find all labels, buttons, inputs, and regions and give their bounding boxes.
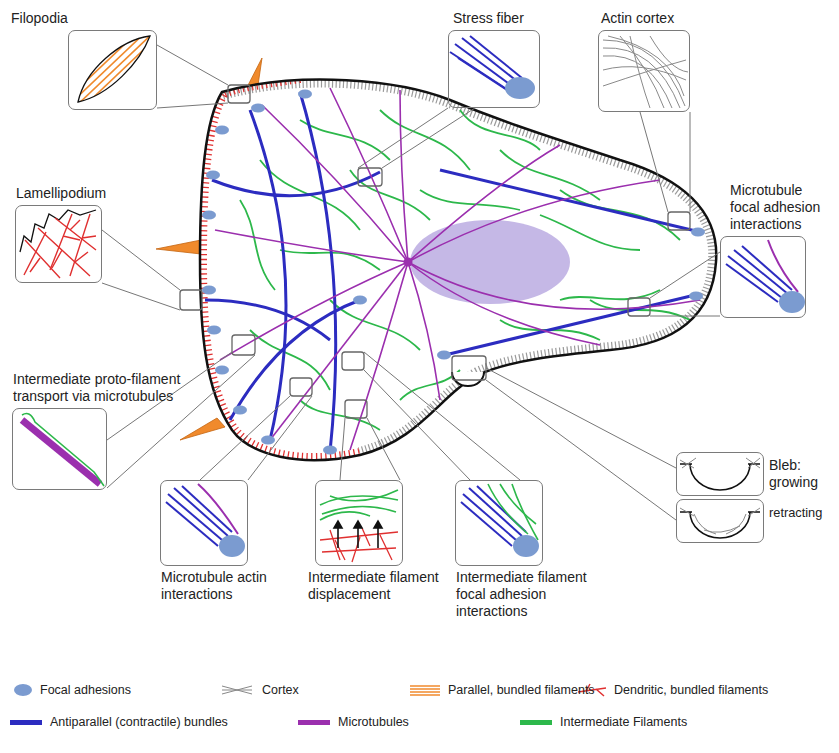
legend-entry: Parallel, bundled filaments [448, 682, 595, 698]
inset-box: Lamellipodium [15, 205, 102, 283]
legend-text: Cortex [262, 683, 299, 697]
inset-title: Intermediate proto-filament transport vi… [13, 371, 188, 405]
inset-title: Microtubule focal adhesion interactions [730, 182, 834, 233]
legend-text: Intermediate Filaments [560, 715, 687, 729]
legend-text: Microtubules [338, 715, 409, 729]
inset-box: Filopodia [68, 30, 157, 110]
inset-title: Lamellipodium [16, 185, 146, 202]
legend-text: Antiparallel (contractile) bundles [50, 715, 228, 729]
inset-box: Bleb: growing [676, 452, 764, 496]
legend-entry: Microtubules [298, 714, 409, 730]
inset-box: Intermediate proto-filament transport vi… [12, 408, 107, 490]
legend-entry: Cortex [262, 682, 299, 698]
inset-title: retracting [769, 504, 839, 521]
legend-entry: Dendritic, bundled filaments [614, 682, 768, 698]
legend-text: Parallel, bundled filaments [448, 683, 595, 697]
inset-title: Bleb: growing [769, 457, 831, 491]
inset-title: Stress fiber [453, 10, 573, 27]
inset-box: Microtubule actin interactions [160, 480, 248, 566]
inset-title: Actin cortex [601, 10, 721, 27]
legend-swatch [10, 720, 42, 725]
legend-swatch [14, 684, 32, 696]
inset-box: Intermediate filament focal adhesion int… [455, 480, 543, 566]
inset-title: Intermediate filament focal adhesion int… [456, 569, 596, 620]
inset-box: Intermediate filament displacement [315, 480, 403, 566]
inset-box: Actin cortex [598, 30, 690, 112]
legend-text: Focal adhesions [40, 683, 131, 697]
legend-entry: Focal adhesions [14, 682, 131, 698]
legend-swatch [520, 720, 552, 725]
legend-entry: Antiparallel (contractile) bundles [10, 714, 228, 730]
legend-text: Dendritic, bundled filaments [614, 683, 768, 697]
inset-box: Stress fiber [448, 30, 540, 108]
inset-box: Microtubule focal adhesion interactions [720, 236, 806, 318]
legend-swatch [298, 720, 330, 725]
inset-title: Filopodia [11, 10, 131, 27]
legend-entry: Intermediate Filaments [520, 714, 687, 730]
inset-title: Microtubule actin interactions [161, 569, 281, 603]
inset-box: retracting [676, 499, 764, 543]
inset-title: Intermediate filament displacement [308, 569, 448, 603]
